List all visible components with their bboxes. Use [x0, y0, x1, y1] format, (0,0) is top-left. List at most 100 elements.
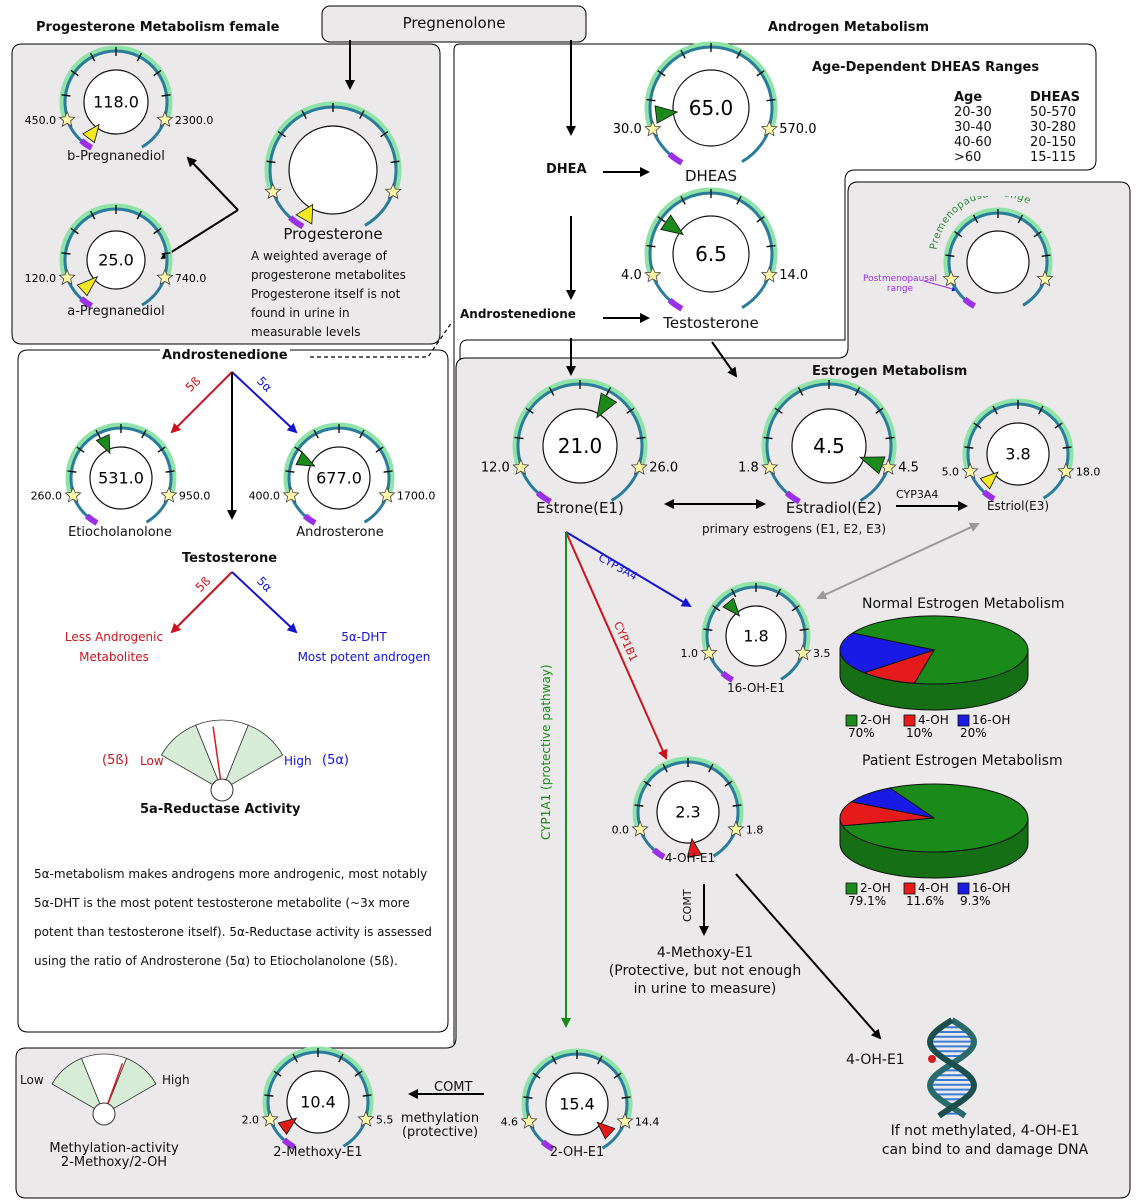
note-line: found in urine in: [251, 306, 350, 320]
pie-slice-16-OH: [850, 787, 935, 819]
gauge-low-star: [644, 266, 662, 283]
dht-line: 5α-DHT: [341, 630, 387, 644]
gauge-high-star: [760, 266, 778, 283]
gauge-low-label: 1.0: [681, 647, 699, 660]
gauge-tick: [657, 70, 666, 77]
gauge-tick: [354, 1070, 363, 1077]
gauge-tick: [362, 1094, 372, 1097]
pie-legend-label: 4-OH: [918, 881, 949, 895]
gauge-high-label: 14.0: [779, 268, 808, 283]
gauge-value-text: 1.8: [743, 627, 768, 646]
gauge-value-circle: [725, 605, 787, 667]
label-dhea: DHEA: [546, 162, 587, 177]
gauge-tick: [277, 130, 286, 138]
gauge-tick: [680, 196, 686, 205]
dht-line: Most potent androgen: [297, 650, 431, 664]
gauge-tick: [266, 160, 276, 164]
gauge-progesterone: [264, 101, 402, 230]
gauge-low-label: 12.0: [481, 461, 510, 476]
dna-strand: [926, 1017, 977, 1119]
gauge-marker: [277, 1117, 298, 1135]
gauge-tick: [89, 210, 96, 220]
gauge-value-circle: [307, 446, 371, 510]
gauge-range-legend: [942, 207, 1054, 309]
gauge-tick: [136, 210, 143, 220]
label-a-pregnanediol: a-Pregnanediol: [67, 304, 165, 319]
postmenopausal-label: Postmenopausal range: [854, 274, 946, 295]
gauge-tick: [161, 252, 171, 255]
gauge-high-star: [616, 1112, 634, 1129]
gauge-tick: [264, 1094, 274, 1097]
gauge-tick: [736, 196, 742, 205]
dna-icon: [926, 1017, 978, 1119]
less-androgenic-label: Less Androgenic Metabolites: [46, 627, 182, 667]
pie-slice-2-OH: [851, 615, 1029, 685]
label-2-methoxy-e1: 2-Methoxy-E1: [273, 1145, 363, 1160]
gauge-low-label: 5.0: [942, 465, 960, 478]
gauge-tick: [70, 69, 79, 77]
gauge-tick: [634, 804, 644, 807]
dheas-value: 15-115: [1030, 150, 1077, 165]
pathway-arrows: [160, 40, 980, 1099]
panel-left: [17, 349, 449, 1033]
gauge-postmenopausal-segment: [651, 847, 666, 860]
premenopausal-range-label: Premenopausal Range: [929, 196, 1033, 251]
label-2-oh-e1: 2-OH-E1: [549, 1145, 605, 1160]
gauge-marker: [654, 105, 679, 124]
gauge-low-star: [64, 486, 82, 503]
gauge-tick: [375, 446, 384, 453]
dht-label: 5α-DHT Most potent androgen: [280, 627, 448, 667]
pregnenolone-box: [321, 5, 587, 43]
gauge-tick: [523, 1096, 533, 1099]
svg-text:Premenopausal Range: Premenopausal Range: [929, 196, 1033, 251]
gauge-tick: [153, 69, 162, 77]
pie-legend-value: 9.3%: [960, 894, 991, 908]
gauge-value-circle: [672, 69, 750, 147]
gauge-tick: [532, 1072, 541, 1079]
dheas-value: 30-280: [1030, 120, 1077, 135]
gauge-tick: [708, 763, 714, 773]
gauge-tick: [766, 244, 776, 248]
gauge-tick: [273, 1070, 282, 1077]
gauge-low-star: [58, 268, 76, 286]
dna-binding-dot: [928, 1055, 936, 1063]
gauge-marker: [76, 275, 99, 297]
label-testosterone: Testosterone: [663, 314, 759, 332]
gauge-tick: [1017, 214, 1024, 224]
pie-legend-swatch: [903, 714, 916, 727]
gauge-tick: [313, 429, 319, 439]
gauge-value-circle: [966, 230, 1030, 294]
gauge-high-star: [760, 120, 778, 137]
gauge-low-label: 0.0: [612, 823, 630, 836]
gauge-tick: [730, 588, 737, 598]
gauge-value-circle: [791, 408, 867, 484]
gauge-high-label: 1.8: [746, 823, 764, 836]
gauge-high-star: [630, 458, 648, 475]
dheas-age: 20-30: [954, 105, 992, 120]
gauge-postmenopausal-segment: [784, 490, 801, 505]
gauge-low-star: [512, 458, 530, 475]
gauge-high-star: [378, 486, 396, 503]
gauge-postmenopausal-segment: [667, 151, 684, 166]
pie-legend-label: 2-OH: [860, 713, 891, 727]
gauge-value-circle: [286, 1070, 350, 1134]
gauge-tick: [338, 1053, 344, 1063]
gauge-tick: [136, 52, 143, 62]
dna-strand: [927, 1017, 978, 1119]
label-4-oh-e1: 4-OH-E1: [664, 851, 716, 865]
dna-note: If not methylated, 4-OH-E1 can bind to a…: [850, 1122, 1120, 1160]
gauge-tick: [161, 94, 171, 97]
gauge-high-label: 26.0: [649, 461, 678, 476]
gauge-high-label: 1700.0: [397, 489, 436, 502]
gauge-marker: [722, 597, 741, 617]
cyp1a1-label: CYP1A1 (protective pathway): [539, 664, 553, 840]
gauge-tick: [157, 446, 166, 453]
gauge-tick: [646, 98, 656, 102]
